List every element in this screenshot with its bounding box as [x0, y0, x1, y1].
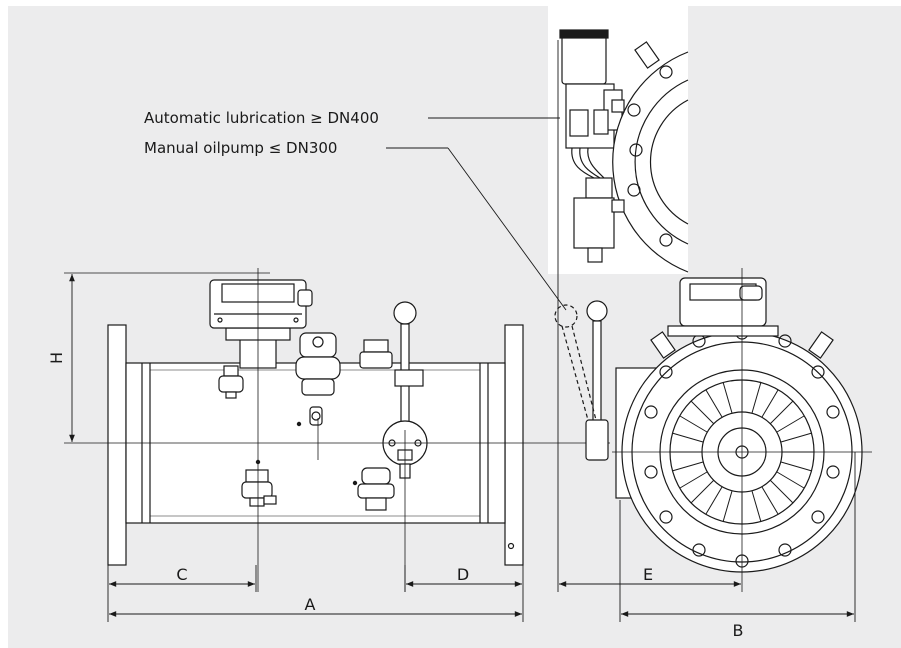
callout-manual-oilpump: Manual oilpump ≤ DN300: [144, 139, 337, 157]
left-flange: [107, 324, 127, 566]
lower-fittings: [241, 467, 395, 511]
dimension-label-h: H: [47, 352, 66, 364]
right-flange: [504, 324, 524, 566]
lever-alt-position: [554, 304, 597, 421]
callout-automatic-lubrication: Automatic lubrication ≥ DN400: [144, 109, 379, 127]
turbine-rotor: [670, 380, 814, 524]
front-oil-pump: [585, 300, 609, 461]
dimension-label-b: B: [733, 621, 744, 640]
dimension-label-c: C: [176, 565, 187, 584]
index-head: [209, 279, 313, 369]
dimension-lines: [69, 40, 856, 622]
dimension-label-e: E: [643, 565, 653, 584]
pressure-transmitter: [295, 332, 341, 426]
dimension-label-d: D: [457, 565, 469, 584]
meter-side-view: [107, 279, 524, 566]
dimension-label-a: A: [305, 595, 316, 614]
top-fitting: [359, 339, 393, 369]
auto-lubrication-inset: [548, 6, 689, 274]
meter-front-view: [554, 277, 863, 573]
oil-nipple-left: [218, 365, 244, 399]
